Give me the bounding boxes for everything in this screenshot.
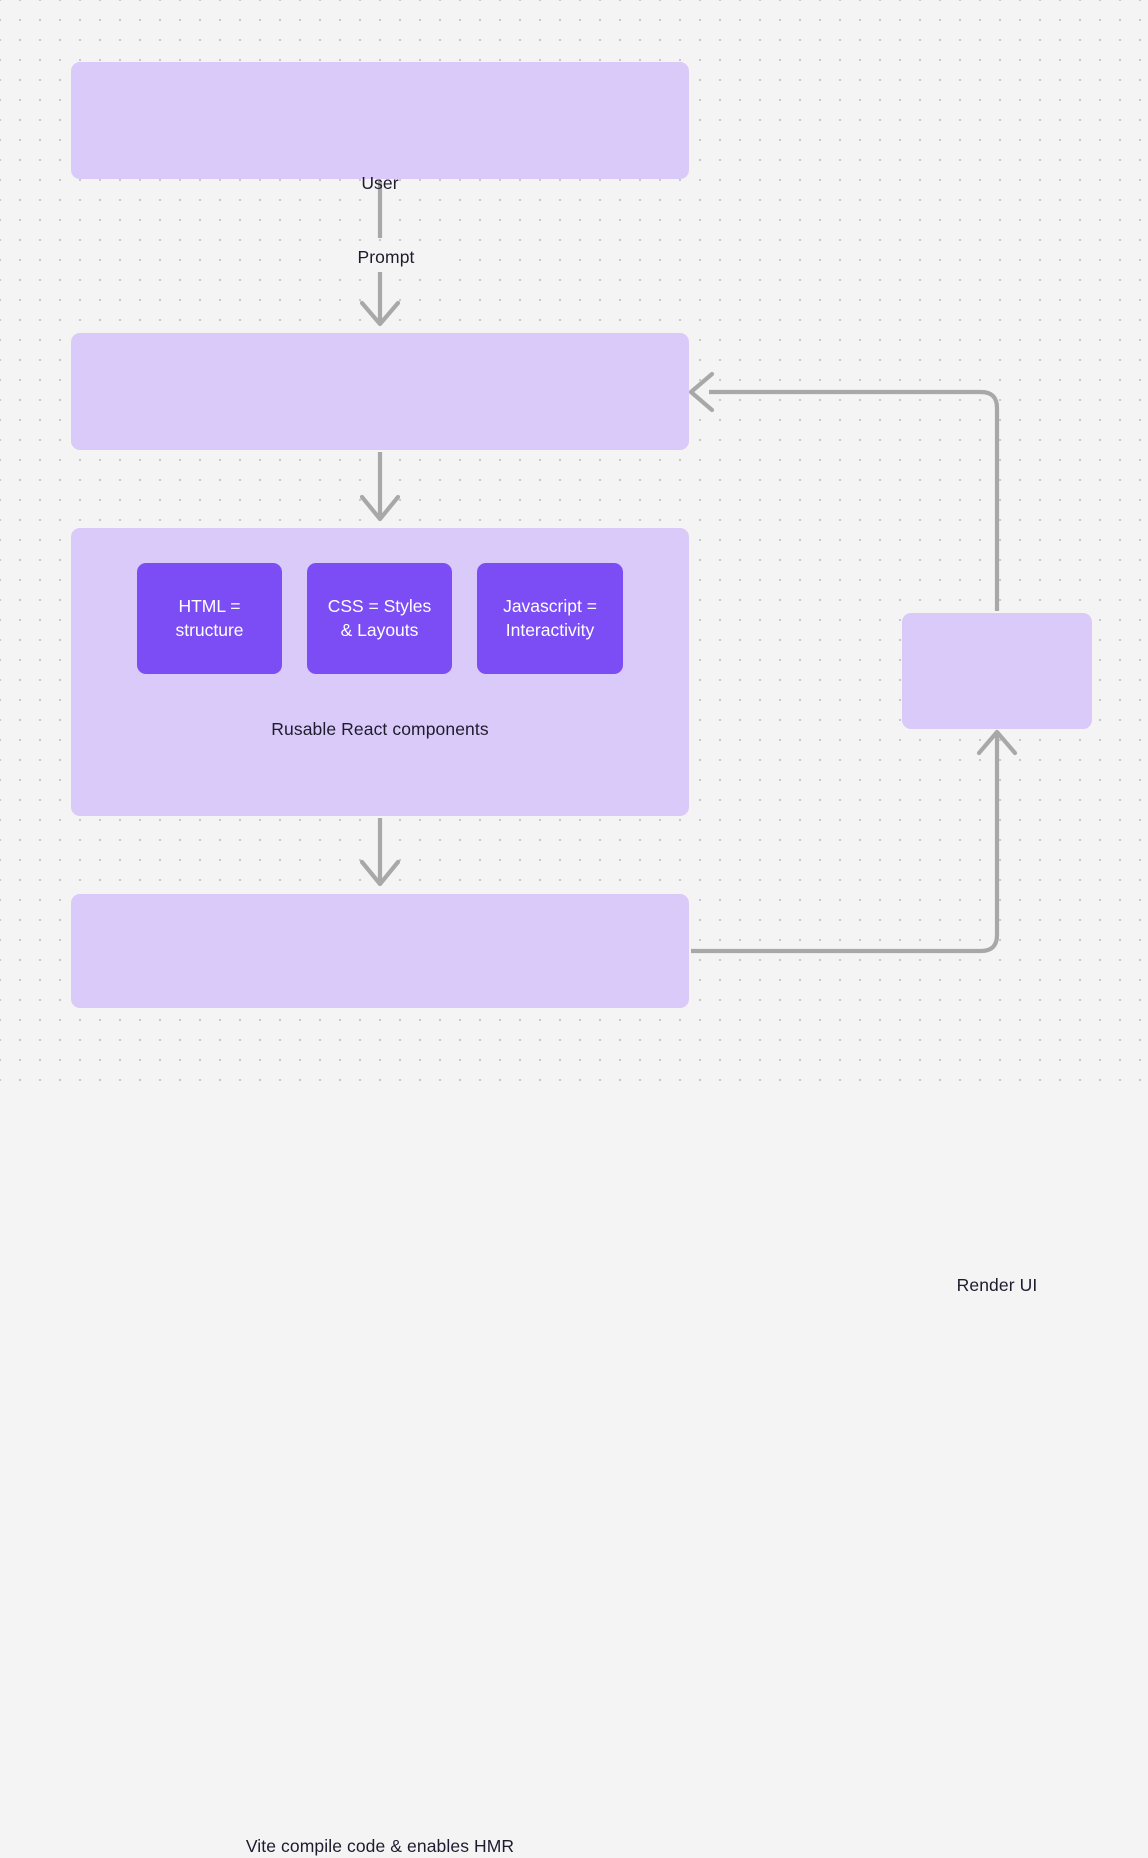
subnode-javascript[interactable]: Javascript = Interactivity	[477, 563, 623, 674]
arrowhead-down-webapp	[359, 300, 401, 327]
node-render-ui-label: Render UI	[956, 1275, 1038, 1295]
subnode-css[interactable]: CSS = Styles & Layouts	[307, 563, 452, 674]
arrowhead-left-webapp	[688, 371, 715, 413]
subnode-html[interactable]: HTML = structure	[137, 563, 282, 674]
node-web-application[interactable]: Web application	[71, 333, 689, 735]
arrowhead-down-components	[359, 494, 401, 522]
node-render-ui[interactable]: Render UI	[902, 613, 1092, 1295]
node-user-label: User	[361, 173, 399, 193]
edge-label-prompt: Prompt	[330, 246, 442, 269]
arrowhead-up-render	[976, 729, 1018, 756]
node-vite-label: Vite compile code & enables HMR	[245, 1836, 515, 1856]
edge-vite-to-render	[691, 735, 1000, 954]
arrowhead-down-vite	[359, 859, 401, 887]
node-user[interactable]: User	[71, 62, 689, 193]
edge-render-to-webapp	[709, 389, 1000, 611]
node-vite[interactable]: Vite compile code & enables HMR	[71, 894, 689, 1856]
node-react-components-caption: Rusable React components	[271, 719, 489, 739]
